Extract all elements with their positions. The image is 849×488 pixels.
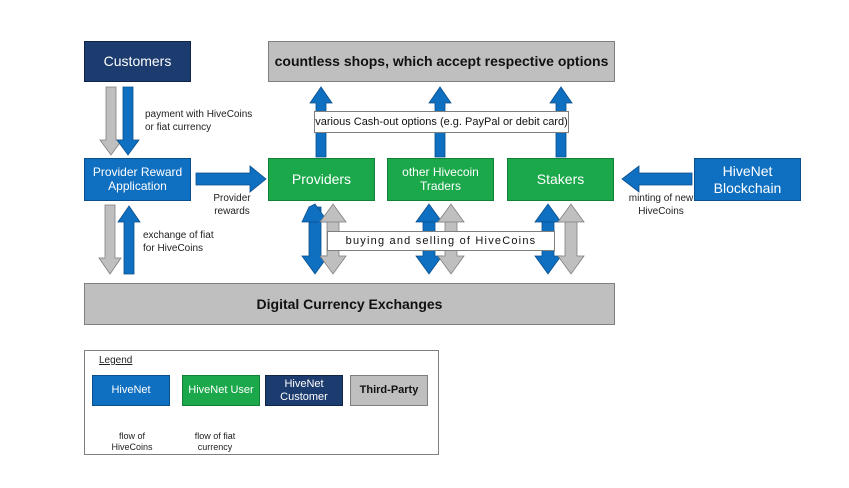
- blue-arrow-hivecoins-up: [117, 205, 141, 275]
- buying-selling-label: buying and selling of HiveCoins: [345, 235, 537, 247]
- gray-double-arrow-stakers: [557, 217, 585, 275]
- exchange-fiat-label: exchange of fiat for HiveCoins: [143, 230, 214, 254]
- legend-flow-hivecoins-label: flow of HiveCoins: [111, 431, 153, 452]
- stakers-node: Stakers: [507, 158, 614, 201]
- providers-node: Providers: [268, 158, 375, 201]
- stakers-label: Stakers: [536, 171, 585, 188]
- legend-hivenet: HiveNet: [92, 375, 170, 406]
- payment-label: payment with HiveCoins or fiat currency: [145, 109, 253, 133]
- provider-rewards-label: Provider rewards: [213, 193, 251, 217]
- legend-hivenet-user-label: HiveNet User: [188, 384, 254, 397]
- blockchain-label: HiveNet Blockchain: [713, 163, 782, 196]
- legend-hivenet-customer-label: HiveNet Customer: [280, 377, 328, 403]
- customers-node: Customers: [84, 41, 191, 82]
- providers-label: Providers: [291, 171, 352, 188]
- gray-arrow-fiat-down: [98, 204, 122, 275]
- legend-third-party-label: Third-Party: [359, 384, 419, 397]
- shops-node: countless shops, which accept respective…: [268, 41, 615, 82]
- legend-third-party: Third-Party: [350, 375, 428, 406]
- gray-arrow-customers-down: [99, 86, 123, 156]
- blue-arrow-provider-rewards: [195, 165, 267, 193]
- legend: Legend HiveNet HiveNet User HiveNet Cust…: [84, 350, 439, 455]
- blue-arrow-customers-down: [116, 86, 140, 156]
- exchanges-node: Digital Currency Exchanges: [84, 283, 615, 325]
- exchanges-label: Digital Currency Exchanges: [256, 295, 443, 312]
- cashout-label: various Cash-out options (e.g. PayPal or…: [315, 116, 568, 128]
- blockchain-node: HiveNet Blockchain: [694, 158, 801, 201]
- blue-arrow-minting: [621, 165, 693, 193]
- other-traders-node: other Hivecoin Traders: [387, 158, 494, 201]
- legend-flow-fiat-label: flow of fiat currency: [194, 431, 236, 452]
- provider-reward-node: Provider Reward Application: [84, 158, 191, 201]
- other-traders-label: other Hivecoin Traders: [402, 164, 479, 193]
- legend-title: Legend: [99, 355, 133, 366]
- legend-hivenet-user: HiveNet User: [182, 375, 260, 406]
- provider-reward-label: Provider Reward Application: [92, 164, 183, 193]
- buying-selling-label-box: buying and selling of HiveCoins: [327, 231, 555, 251]
- cashout-label-box: various Cash-out options (e.g. PayPal or…: [314, 111, 569, 133]
- shops-label: countless shops, which accept respective…: [274, 53, 609, 70]
- legend-hivenet-customer: HiveNet Customer: [265, 375, 343, 406]
- customers-label: Customers: [103, 53, 172, 70]
- minting-label: minting of new HiveCoins: [628, 193, 694, 217]
- legend-hivenet-label: HiveNet: [111, 384, 151, 397]
